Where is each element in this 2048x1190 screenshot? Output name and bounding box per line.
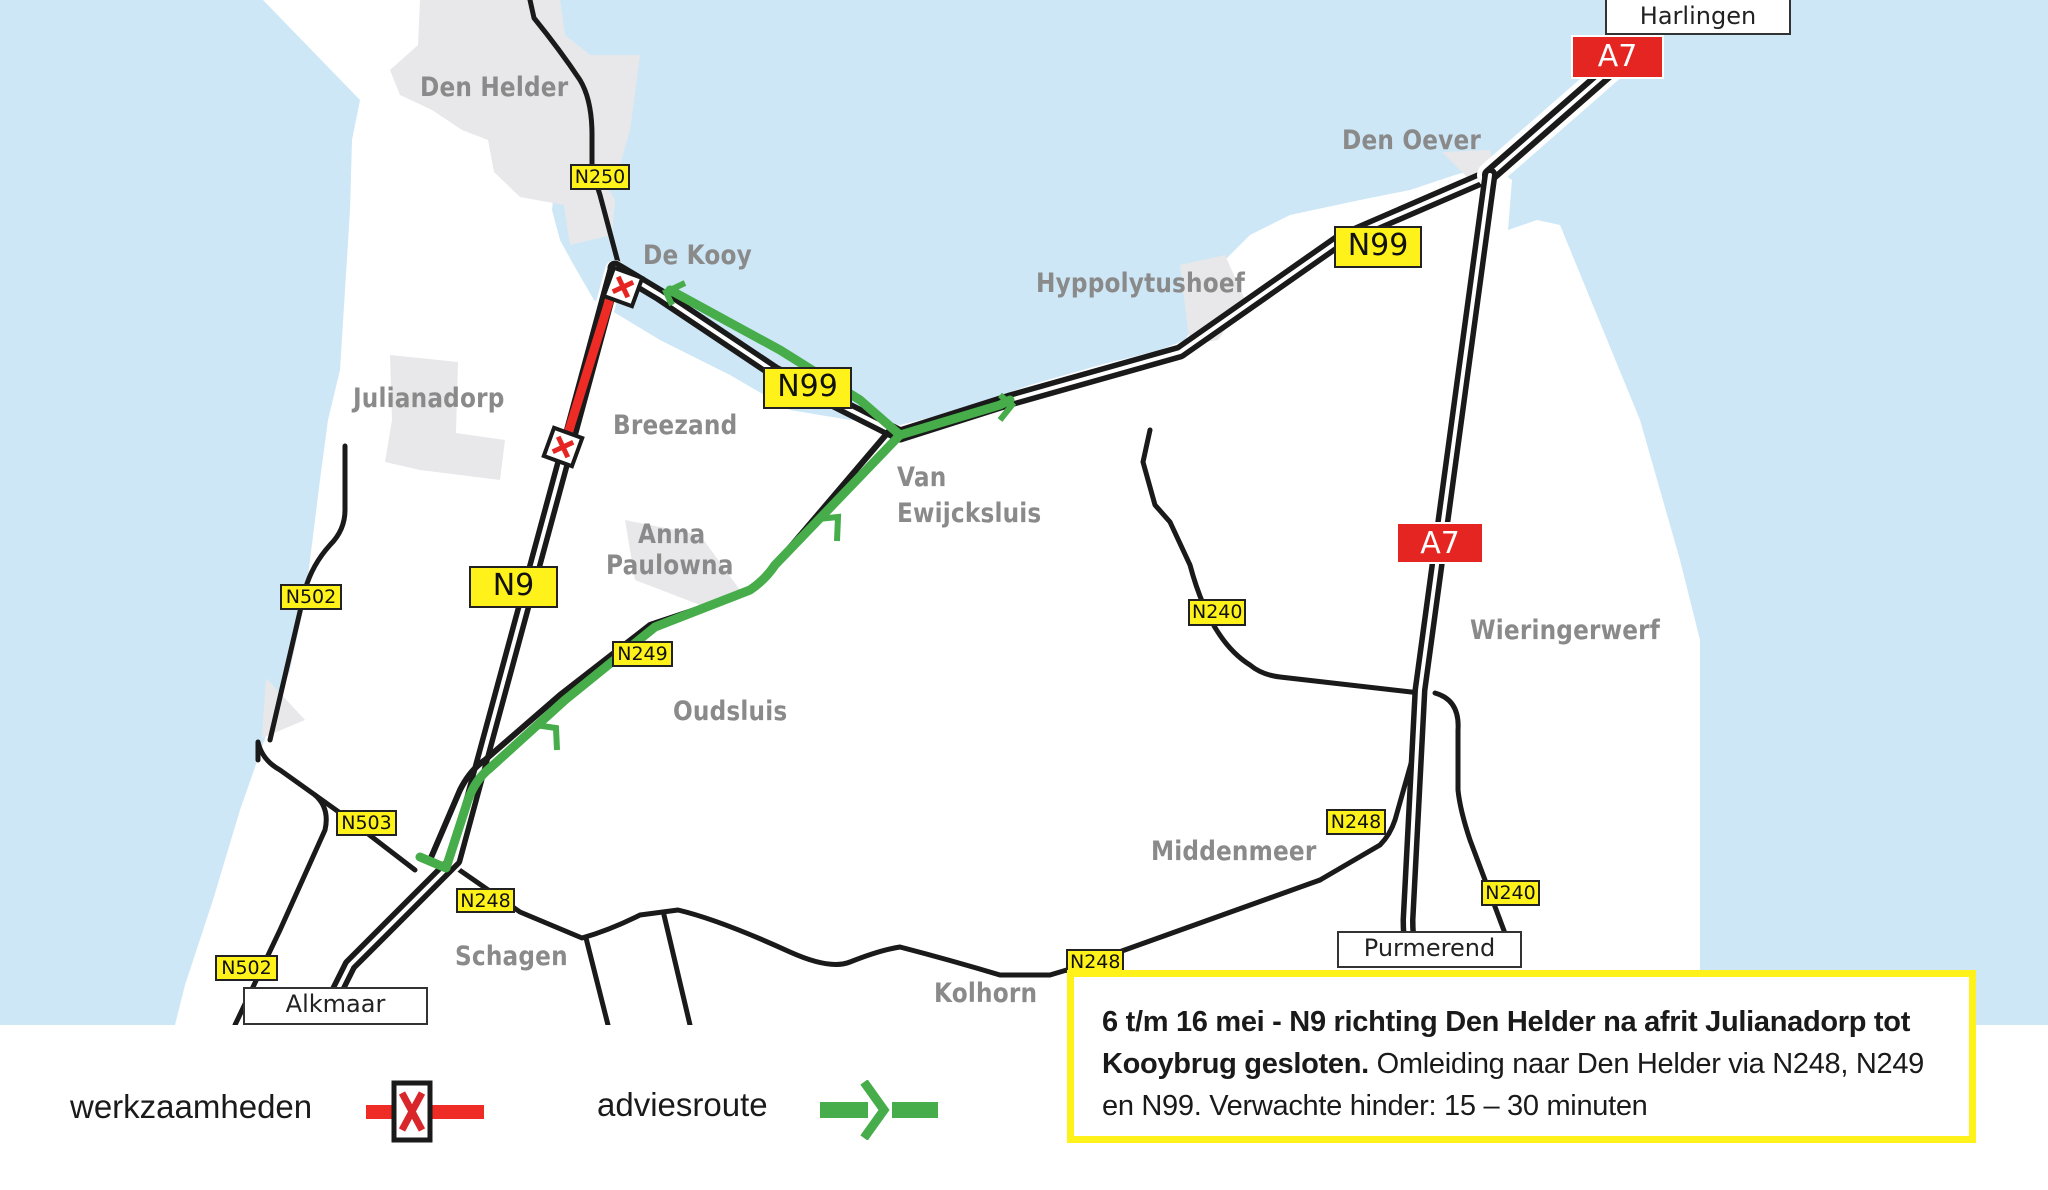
place-hyppolytushoef: Hyppolytushoef: [1036, 268, 1246, 299]
urban-julianadorp: [385, 355, 505, 480]
road-sign-n9: N9: [469, 566, 558, 608]
road-sign-n502-upper: N502: [280, 584, 342, 610]
detour-chevron-icon: [662, 280, 687, 307]
closure-x-icon: [366, 1080, 484, 1143]
detour-chevron-icon: [817, 513, 842, 542]
closure-info-text: 6 t/m 16 mei - N9 richting Den Helder na…: [1102, 1001, 1945, 1127]
place-wieringerwerf: Wieringerwerf: [1470, 615, 1661, 646]
urban-anna-paulowna: [625, 520, 740, 605]
road-sign-n249: N249: [612, 641, 673, 667]
road-sign-a7-middle: A7: [1396, 522, 1484, 564]
destination-alkmaar: Alkmaar: [243, 987, 428, 1025]
place-julianadorp: Julianadorp: [353, 383, 505, 414]
road-sign-n99-left: N99: [763, 367, 852, 409]
place-schagen: Schagen: [455, 941, 568, 972]
road-sign-n250: N250: [570, 164, 630, 190]
closure-x-icon: [541, 425, 585, 469]
place-den-helder: Den Helder: [420, 72, 569, 103]
road-sign-n503: N503: [336, 810, 397, 836]
road-a7-north-divider: [1488, 68, 1612, 177]
closure-x-icon: [601, 265, 645, 309]
road-sign-n248-right: N248: [1326, 809, 1386, 835]
road-schagen-2: [661, 912, 693, 1025]
road-n240-south: [1432, 690, 1518, 963]
place-anna-paulowna-1: Anna: [638, 519, 706, 550]
closure-info-bold: 6 t/m 16 mei - N9 richting Den Helder na…: [1102, 1006, 1911, 1080]
detour-chevron-icon: [997, 392, 1017, 422]
detour-chevron-icon: [534, 722, 560, 751]
road-n250: [527, 0, 623, 273]
road-sign-n502-lower: N502: [215, 955, 278, 981]
road-sign-n99-right: N99: [1334, 226, 1422, 268]
road-map: [0, 0, 2048, 1025]
place-den-oever: Den Oever: [1342, 125, 1482, 156]
road-n502-upper: [267, 443, 348, 743]
detour-route: [415, 395, 1015, 873]
road-n9-divider: [318, 268, 617, 1025]
destination-harlingen: Harlingen: [1605, 0, 1791, 35]
road-sign-n240-upper: N240: [1188, 599, 1246, 626]
road-sign-n240-lower: N240: [1481, 880, 1540, 906]
place-anna-paulowna-2: Paulowna: [606, 550, 734, 581]
destination-purmerend: Purmerend: [1337, 931, 1522, 968]
road-n248-west: [442, 857, 1323, 978]
legend-detour-label: adviesroute: [597, 1086, 768, 1123]
place-van-ewijcksluis-1: Van: [897, 462, 947, 493]
place-de-kooy: De Kooy: [643, 240, 752, 271]
place-kolhorn: Kolhorn: [934, 978, 1038, 1009]
closure-info-box: 6 t/m 16 mei - N9 richting Den Helder na…: [1067, 970, 1976, 1143]
place-oudsluis: Oudsluis: [673, 696, 788, 727]
road-schagen-1: [583, 935, 611, 1025]
road-sign-n248-left: N248: [456, 888, 515, 913]
road-sign-n248-middle: N248: [1066, 949, 1124, 973]
place-breezand: Breezand: [613, 410, 738, 441]
place-middenmeer: Middenmeer: [1151, 836, 1317, 867]
legend-works-label: werkzaamheden: [70, 1088, 313, 1125]
closed-section-n9: [561, 290, 617, 442]
closure-info-detail: Omleiding naar Den Helder via N248, N249…: [1102, 1048, 1925, 1122]
detour-chevron-icon: [820, 1080, 938, 1140]
road-n240-north: [1140, 427, 1423, 696]
road-sign-a7-top: A7: [1571, 35, 1664, 79]
place-van-ewijcksluis-2: Ewijcksluis: [897, 498, 1042, 529]
